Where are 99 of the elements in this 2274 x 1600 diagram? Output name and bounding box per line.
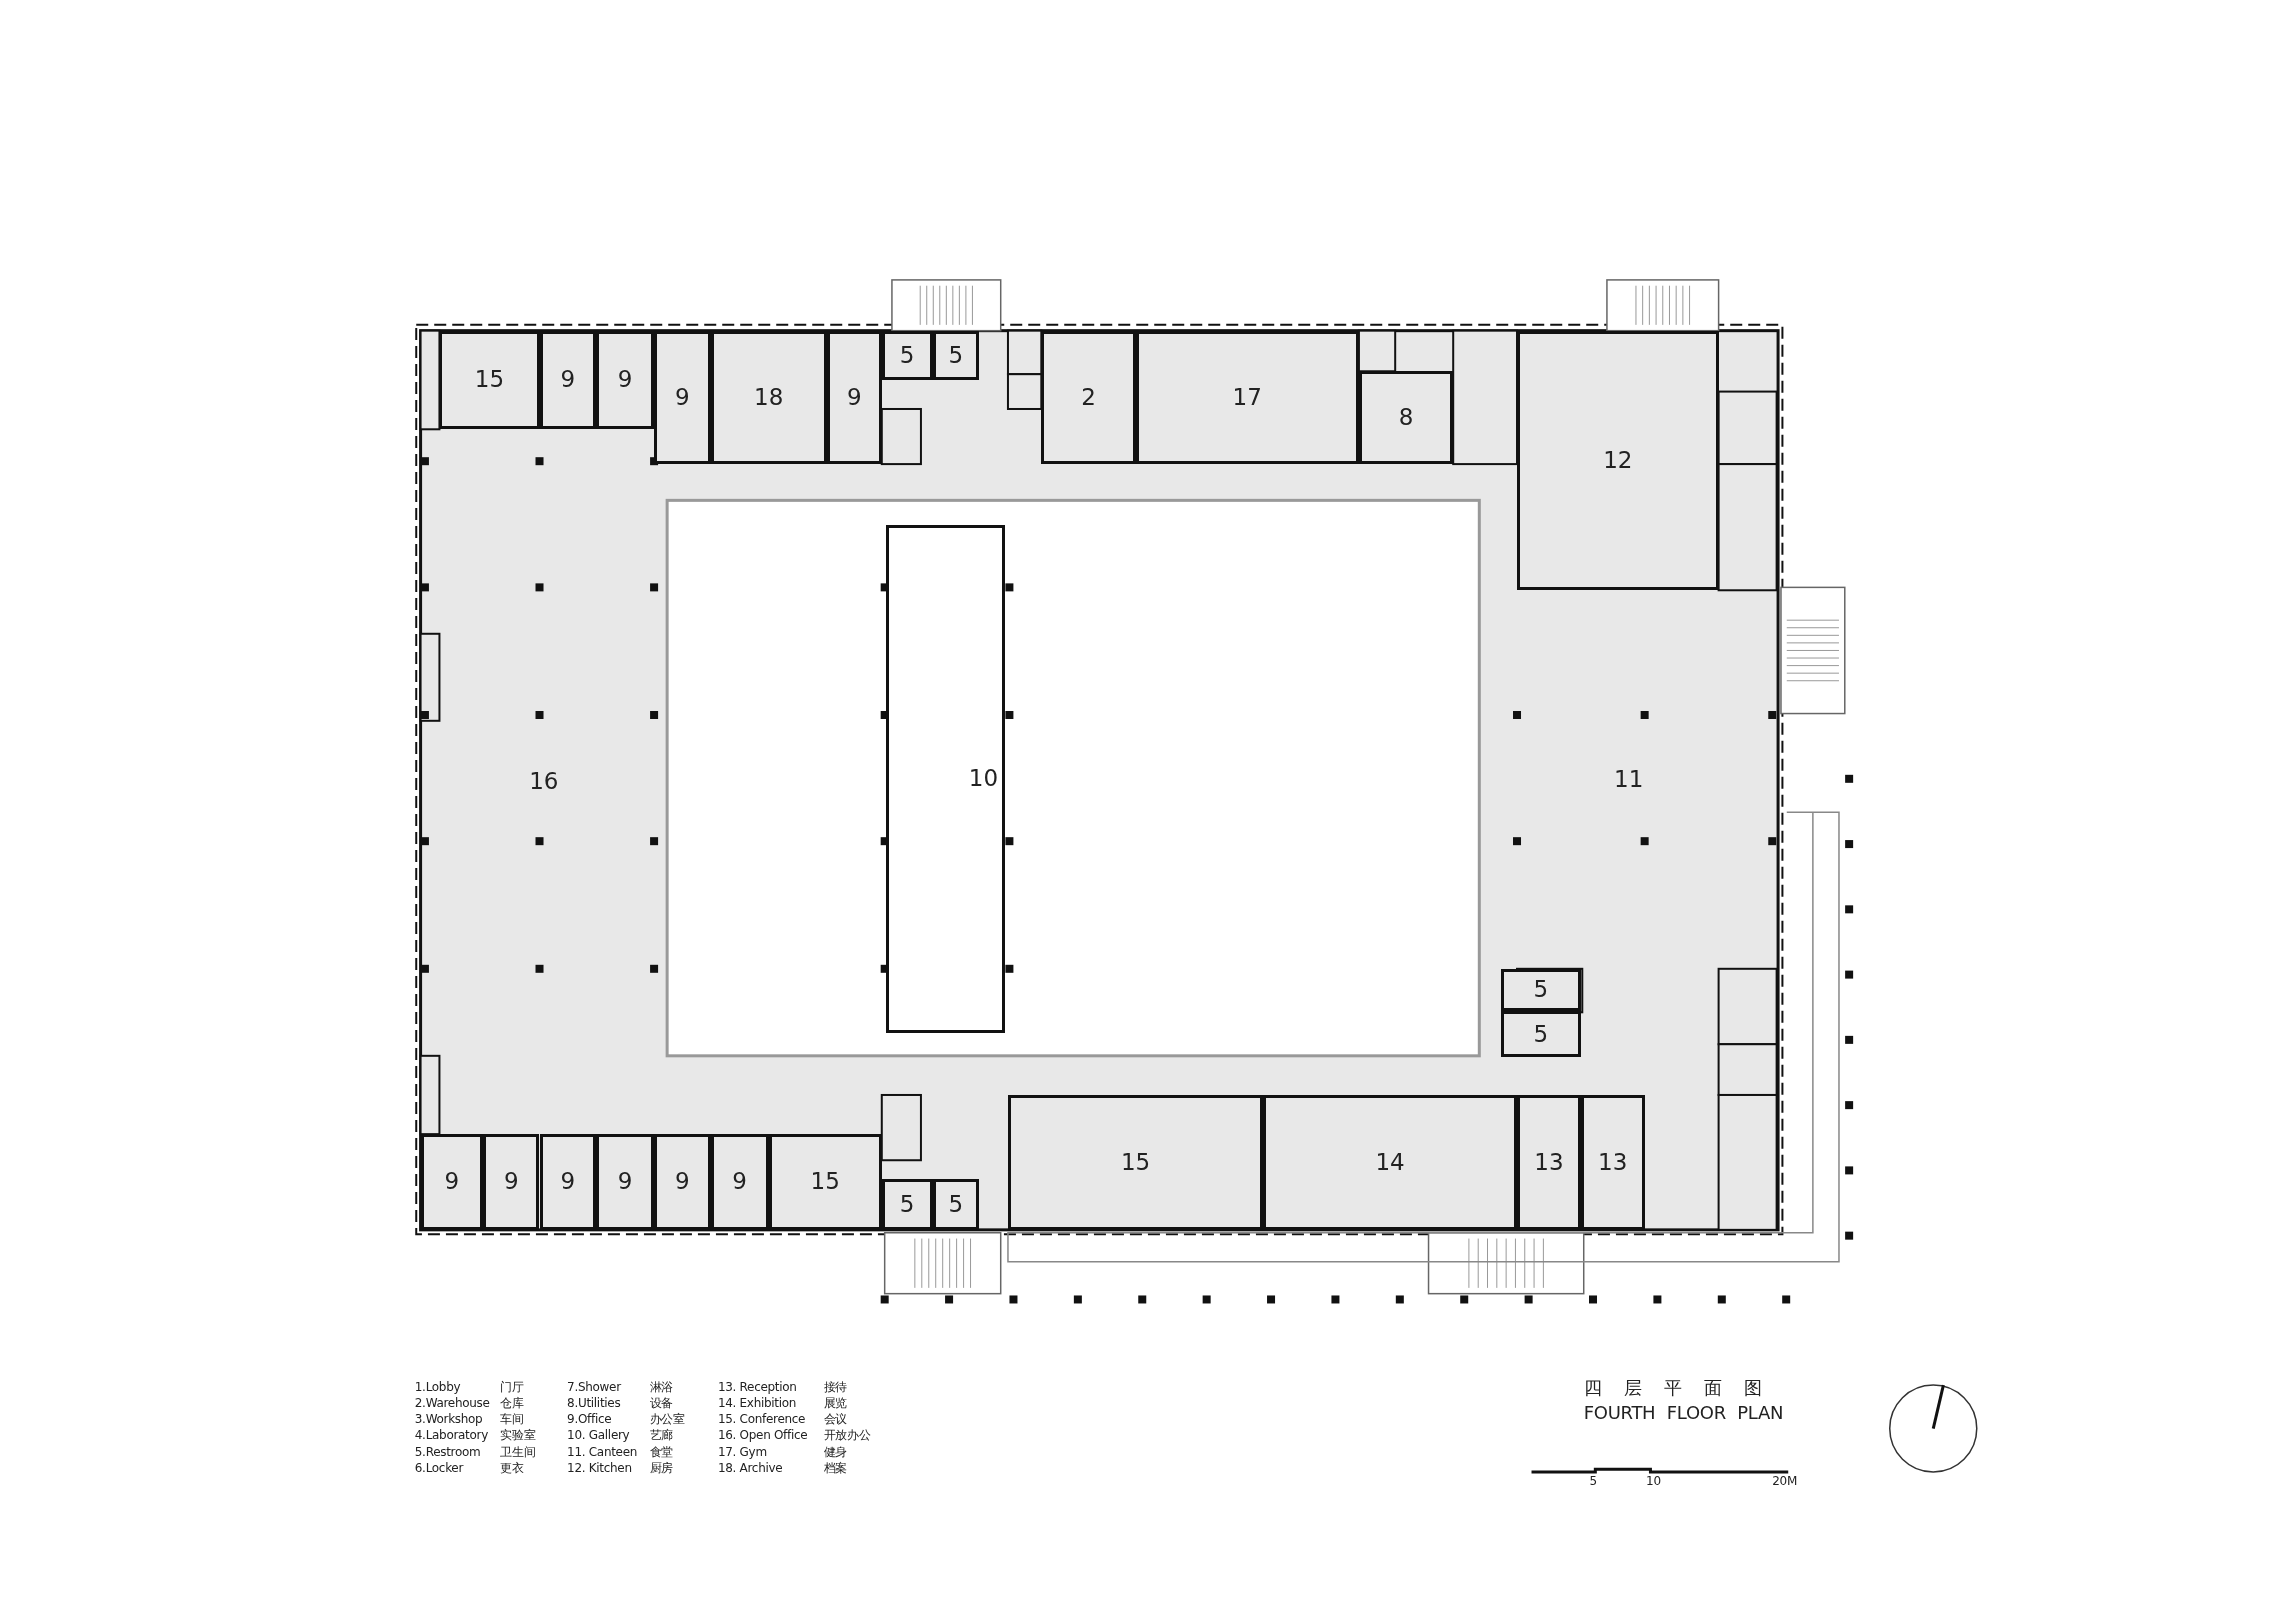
room-number: 16 [529,770,559,794]
room [1135,330,1359,465]
legend-translation: 档案 [823,1461,848,1474]
legend-entry: 9.Office [567,1413,612,1426]
room-number: 9 [560,1170,576,1194]
legend-translation: 艺廊 [649,1429,674,1442]
legend-entry: 15. Conference [717,1413,806,1426]
legend-translation: 食堂 [649,1445,674,1458]
room [881,1179,933,1230]
room-number: 17 [1232,385,1262,409]
legend-translation: 淋浴 [649,1380,674,1393]
legend-entry: 4.Laboratory [414,1429,488,1442]
room-number: 9 [560,368,576,392]
legend-entry: 17. Gym [717,1445,767,1458]
legend-entry: 2.Warehouse [414,1396,490,1409]
room-number: 15 [474,368,505,392]
room [1041,330,1136,465]
room-number: 15 [1120,1150,1151,1174]
room-number: 15 [810,1170,840,1194]
room [886,525,1006,1033]
room-number: 5 [1533,1022,1549,1046]
room [1517,330,1719,591]
legend-entry: 10. Gallery [567,1429,630,1442]
room [596,1134,655,1230]
legend-translation: 实验室 [500,1429,536,1442]
room [826,330,882,465]
legend-entry: 5.Restroom [414,1445,481,1458]
room-number: 5 [948,343,964,367]
room-number: 5 [899,1192,915,1216]
legend-translation: 接待 [823,1380,848,1393]
room-number: 11 [1614,768,1644,791]
room [539,1134,597,1230]
scale-label: 20M [1772,1474,1797,1487]
room [1263,1094,1517,1230]
scale-label: 10 [1646,1474,1661,1487]
legend-translation: 厨房 [649,1461,674,1474]
legend-translation: 更衣 [500,1461,524,1474]
room-number: 9 [617,368,633,392]
room [596,330,655,430]
legend-translation: 会议 [823,1413,848,1426]
legend-entry: 18. Archive [717,1461,783,1474]
room-number: 13 [1598,1150,1628,1174]
legend-entry: 12. Kitchen [567,1461,632,1474]
room [439,330,540,430]
room [654,1134,711,1230]
room-number: 18 [754,385,784,409]
room [1580,1094,1645,1230]
legend-translation: 卫生间 [500,1445,536,1458]
room-number: 2 [1081,385,1096,409]
room-number: 9 [675,1170,690,1194]
legend-translation: 办公室 [649,1413,685,1426]
room-number: 9 [732,1170,747,1194]
plan-title: 四层平面图 [1583,1379,1784,1398]
room [482,1134,540,1230]
legend-translation: 车间 [500,1413,524,1426]
room [420,1134,483,1230]
room [932,330,979,380]
room [1517,1094,1581,1230]
legend-entry: 1.Lobby [414,1380,461,1393]
room-number: 10 [968,767,999,791]
room-number: 9 [503,1170,519,1194]
room [654,330,711,465]
room-number: 5 [1533,978,1549,1002]
room-number: 9 [846,385,862,409]
room-number: 9 [444,1170,460,1194]
legend-translation: 门厅 [500,1380,524,1393]
legend-translation: 设备 [649,1396,674,1409]
legend-entry: 8.Utilities [567,1396,621,1409]
legend-entry: 6.Locker [414,1461,464,1474]
legend-translation: 健身 [823,1445,848,1458]
legend-entry: 3.Workshop [414,1413,483,1426]
legend-translation: 展览 [823,1396,848,1409]
room-number: 13 [1534,1150,1564,1174]
room [710,1134,769,1230]
plan-subtitle: FOURTH FLOOR PLAN [1583,1403,1784,1422]
legend-translation: 开放办公 [823,1429,871,1442]
legend-entry: 16. Open Office [717,1429,808,1442]
room [1007,1094,1264,1230]
room-number: 9 [617,1170,633,1194]
room [1501,1010,1581,1058]
room-number: 5 [899,343,915,367]
room [768,1134,882,1230]
legend-entry: 11. Canteen [567,1445,638,1458]
room-number: 12 [1603,448,1633,472]
legend-translation: 仓库 [500,1396,524,1409]
room [710,330,827,465]
room [539,330,597,430]
legend-entry: 13. Reception [717,1380,797,1393]
room-number: 14 [1375,1150,1405,1174]
room-number: 8 [1398,406,1414,430]
legend-entry: 14. Exhibition [717,1396,797,1409]
room-number: 5 [948,1192,964,1216]
legend-entry: 7.Shower [567,1380,621,1393]
room [932,1179,979,1230]
room [881,330,933,380]
room-number: 9 [675,385,690,409]
room [1501,968,1581,1011]
room [1358,371,1454,465]
scale-label: 5 [1589,1474,1597,1487]
